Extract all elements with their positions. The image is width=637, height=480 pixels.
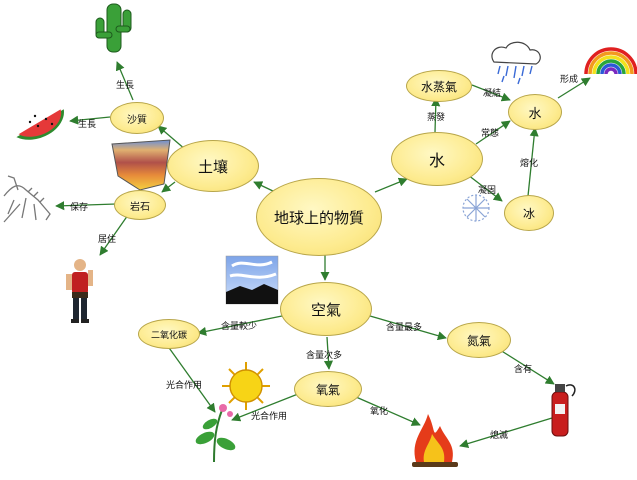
- node-water-small-label: 水: [528, 106, 542, 122]
- node-nitrogen-label: 氮氣: [466, 333, 491, 348]
- snowflake-icon: [462, 194, 490, 222]
- connectors: [55, 61, 591, 448]
- edge-sand-cactus: [115, 61, 134, 101]
- node-water[interactable]: 水: [391, 132, 483, 186]
- plant-icon: [195, 404, 236, 463]
- node-center[interactable]: 地球上的物質: [256, 178, 382, 256]
- cactus-icon: [95, 3, 132, 53]
- link-label-second: 含量次多: [306, 351, 343, 361]
- fire-extinguisher-icon: [551, 384, 576, 437]
- node-air[interactable]: 空氣: [280, 282, 372, 336]
- link-label-extinguish: 熄滅: [490, 431, 509, 441]
- node-soil[interactable]: 土壤: [167, 140, 259, 192]
- node-water-small[interactable]: 水: [508, 94, 562, 130]
- link-label-evaporate: 蒸發: [427, 113, 446, 123]
- edge-air-co2: [197, 315, 283, 336]
- link-label-rainbow: 形成: [560, 75, 579, 85]
- edge-water-vapor: [431, 97, 441, 133]
- edge-oxygen-fire: [355, 396, 421, 426]
- dinosaur-skeleton-icon: [3, 175, 51, 223]
- edge-air-nitrogen: [369, 315, 447, 341]
- edge-soil-rock: [161, 181, 176, 193]
- edge-center-water: [374, 177, 408, 193]
- node-sand[interactable]: 沙質: [110, 102, 164, 134]
- edge-vapor-water: [471, 84, 511, 102]
- edge-co2-plant: [166, 344, 216, 413]
- rainbow-icon: [584, 47, 637, 75]
- node-center-label: 地球上的物質: [273, 208, 364, 227]
- edge-rock-man: [99, 214, 129, 256]
- rain-cloud-icon: [491, 41, 541, 85]
- node-air-label: 空氣: [310, 300, 341, 319]
- node-soil-label: 土壤: [197, 157, 228, 176]
- link-label-photosynthesis-2: 光合作用: [251, 412, 288, 422]
- edge-extinguisher-fire: [459, 417, 553, 448]
- link-label-oxidize: 氧化: [370, 407, 389, 417]
- node-rock-label: 岩石: [130, 201, 150, 213]
- link-label-melt: 熔化: [520, 159, 539, 169]
- link-label-rock-left: 保存: [70, 203, 89, 213]
- node-co2-label: 二氧化碳: [150, 330, 187, 341]
- link-label-sand-left: 生長: [78, 120, 97, 130]
- sun-icon: [222, 362, 270, 410]
- link-label-freeze: 凝固: [478, 186, 497, 196]
- node-ice[interactable]: 冰: [504, 195, 554, 231]
- earth-layers-icon: [111, 139, 171, 191]
- edge-sand-watermelon: [69, 115, 111, 125]
- link-label-least: 含量較少: [221, 322, 258, 332]
- sky-picture-icon: [225, 255, 279, 305]
- link-label-contains: 含有: [514, 365, 533, 375]
- link-label-photosynthesis-1: 光合作用: [166, 381, 203, 391]
- edge-rock-dinosaur: [55, 201, 117, 211]
- node-nitrogen[interactable]: 氮氣: [447, 322, 511, 358]
- fire-icon: [412, 414, 458, 467]
- edge-ice-water: [527, 127, 539, 197]
- node-sand-label: 沙質: [127, 114, 147, 126]
- link-label-normal-state: 常態: [481, 129, 500, 139]
- node-oxygen-label: 氧氣: [315, 382, 340, 397]
- edge-water-ice: [467, 174, 503, 202]
- node-vapor-label: 水蒸氣: [420, 79, 457, 94]
- link-label-most: 含量最多: [386, 323, 423, 333]
- edge-nitrogen-extinguisher: [499, 349, 555, 385]
- watermelon-icon: [16, 109, 64, 140]
- link-label-rock-down: 居住: [98, 235, 117, 245]
- edge-air-oxygen: [323, 336, 334, 370]
- node-oxygen[interactable]: 氧氣: [294, 371, 362, 407]
- node-rock[interactable]: 岩石: [114, 190, 166, 220]
- node-vapor[interactable]: 水蒸氣: [406, 70, 472, 102]
- edge-water-rainbow: [557, 77, 591, 99]
- link-label-condense: 凝結: [483, 89, 502, 99]
- edge-oxygen-plant: [231, 393, 299, 422]
- link-label-sand-up: 生長: [116, 81, 135, 91]
- man-icon: [66, 259, 93, 323]
- edge-water-water: [475, 120, 511, 145]
- node-water-label: 水: [428, 151, 445, 170]
- node-co2[interactable]: 二氧化碳: [138, 319, 200, 349]
- node-ice-label: 冰: [522, 206, 535, 221]
